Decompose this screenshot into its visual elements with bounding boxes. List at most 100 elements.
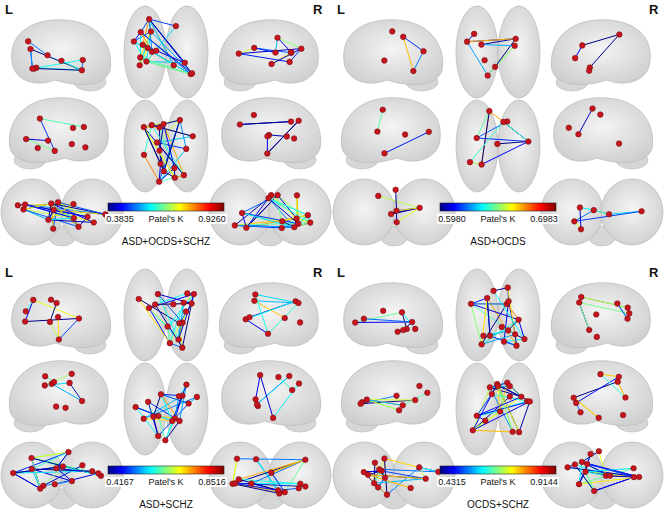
connection-line — [273, 383, 299, 417]
region-node — [37, 486, 43, 492]
region-node — [491, 288, 497, 294]
region-node — [372, 460, 378, 466]
region-node — [516, 429, 522, 435]
region-node — [576, 481, 582, 487]
connection-line — [235, 460, 305, 484]
panel — [333, 269, 663, 509]
brain-outline — [551, 20, 650, 85]
region-node — [254, 401, 260, 407]
connection-line — [378, 196, 419, 208]
connection-line — [402, 312, 415, 329]
region-node — [69, 141, 75, 147]
connection-line — [574, 211, 641, 221]
region-node — [144, 59, 150, 65]
region-node — [526, 139, 532, 145]
region-node — [487, 333, 493, 339]
region-node — [484, 295, 490, 301]
connection-line — [170, 303, 184, 343]
region-node — [155, 291, 161, 297]
connection-line — [482, 298, 488, 344]
hemisphere-letter: R — [648, 266, 659, 281]
region-node — [512, 332, 518, 338]
connection-line — [269, 198, 308, 215]
region-node — [382, 58, 388, 64]
region-node — [145, 45, 151, 51]
region-node — [54, 300, 60, 306]
region-node — [376, 466, 382, 472]
region-node — [51, 379, 57, 385]
colorbar-label: 0.9260 — [197, 214, 227, 224]
region-node — [572, 219, 578, 225]
region-node — [287, 59, 293, 65]
region-node — [253, 456, 259, 462]
connection-line — [144, 127, 161, 164]
brain-outline — [222, 98, 321, 163]
region-node — [307, 220, 313, 226]
region-node — [617, 32, 623, 38]
region-node — [141, 124, 147, 130]
panel — [1, 6, 331, 246]
region-node — [247, 314, 253, 320]
brain-outline — [9, 361, 108, 426]
connection-line — [164, 124, 184, 175]
connection-line — [267, 121, 298, 154]
region-node — [266, 195, 272, 201]
brain-outline — [551, 283, 650, 348]
connection-line — [497, 384, 512, 432]
region-node — [69, 371, 75, 377]
region-node — [264, 151, 270, 157]
region-node — [483, 418, 489, 424]
connection-line — [482, 320, 519, 345]
region-node — [565, 465, 571, 471]
region-node — [583, 469, 589, 475]
region-node — [303, 484, 309, 490]
connection-line — [32, 452, 69, 469]
region-node — [156, 179, 162, 185]
connection-line — [149, 19, 176, 26]
region-node — [284, 134, 290, 140]
connections — [18, 202, 105, 228]
region-node — [625, 316, 631, 322]
region-node — [620, 412, 626, 418]
region-node — [45, 52, 51, 58]
region-node — [25, 39, 31, 45]
region-node — [69, 478, 75, 484]
colorbar-label: 0.6983 — [529, 214, 559, 224]
region-node — [138, 29, 144, 35]
region-node — [598, 112, 604, 118]
region-node — [96, 471, 102, 477]
connection-line — [26, 139, 48, 141]
region-node — [30, 66, 36, 72]
connection-line — [153, 394, 161, 416]
region-node — [291, 136, 297, 142]
region-node — [481, 333, 487, 339]
hemisphere-letter: R — [312, 266, 323, 281]
connection-line — [594, 477, 634, 491]
region-node — [42, 373, 48, 379]
connections — [25, 300, 79, 340]
region-node — [282, 315, 288, 321]
region-node — [571, 395, 577, 401]
brain-outline — [554, 361, 653, 426]
connection-line — [467, 39, 516, 42]
connection-line — [574, 398, 599, 418]
connection-line — [581, 297, 627, 308]
region-node — [579, 459, 585, 465]
connections — [574, 374, 626, 418]
colorbar-label: 0.4167 — [105, 477, 135, 487]
region-node — [305, 212, 311, 218]
region-node — [140, 42, 146, 48]
region-node — [157, 148, 163, 154]
connection-line — [477, 111, 490, 138]
connection-line — [164, 120, 180, 171]
region-node — [616, 141, 622, 147]
hemisphere-letter: R — [312, 3, 323, 18]
brain-outline — [344, 20, 443, 85]
region-node — [183, 309, 189, 315]
region-node — [519, 394, 525, 400]
connections — [575, 34, 619, 67]
colorbar-label: Patel's K — [147, 214, 184, 224]
connection-line — [503, 122, 528, 142]
region-node — [265, 331, 271, 337]
connection-line — [482, 334, 515, 344]
